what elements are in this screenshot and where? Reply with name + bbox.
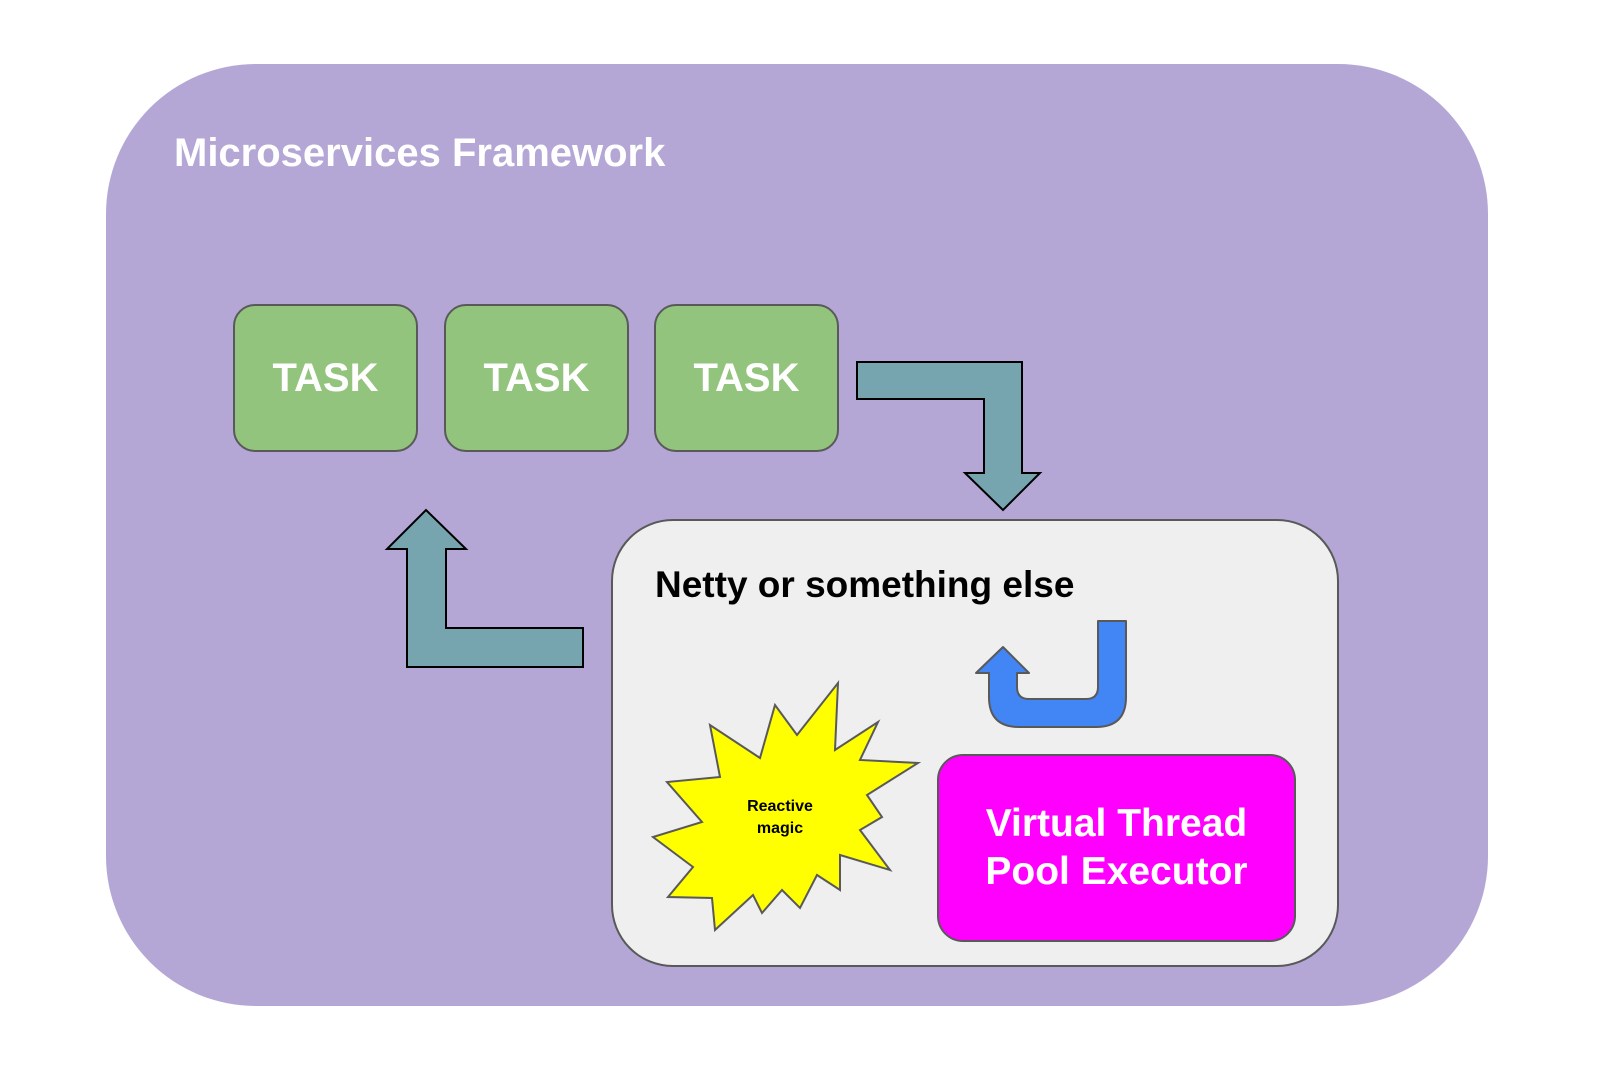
reactive-magic-label: Reactive magic bbox=[730, 796, 830, 840]
down-arrow-icon bbox=[856, 361, 1043, 512]
u-turn-arrow-icon bbox=[975, 620, 1127, 728]
reactive-label-line1: Reactive bbox=[747, 798, 813, 815]
reactive-label-line2: magic bbox=[756, 820, 804, 837]
task-box-2: TASK bbox=[444, 304, 629, 452]
framework-title: Microservices Framework bbox=[174, 131, 666, 175]
executor-label-line2: Pool Executor bbox=[985, 850, 1248, 893]
task-label: TASK bbox=[272, 355, 379, 400]
starburst-icon bbox=[650, 679, 922, 933]
task-box-3: TASK bbox=[654, 304, 839, 452]
task-label: TASK bbox=[483, 355, 590, 400]
executor-label-line1: Virtual Thread bbox=[985, 802, 1248, 845]
server-title: Netty or something else bbox=[655, 564, 1075, 605]
up-arrow-icon bbox=[384, 508, 584, 668]
task-box-1: TASK bbox=[233, 304, 418, 452]
task-label: TASK bbox=[693, 355, 800, 400]
virtual-thread-pool-executor-box: Virtual Thread Pool Executor bbox=[937, 754, 1296, 942]
